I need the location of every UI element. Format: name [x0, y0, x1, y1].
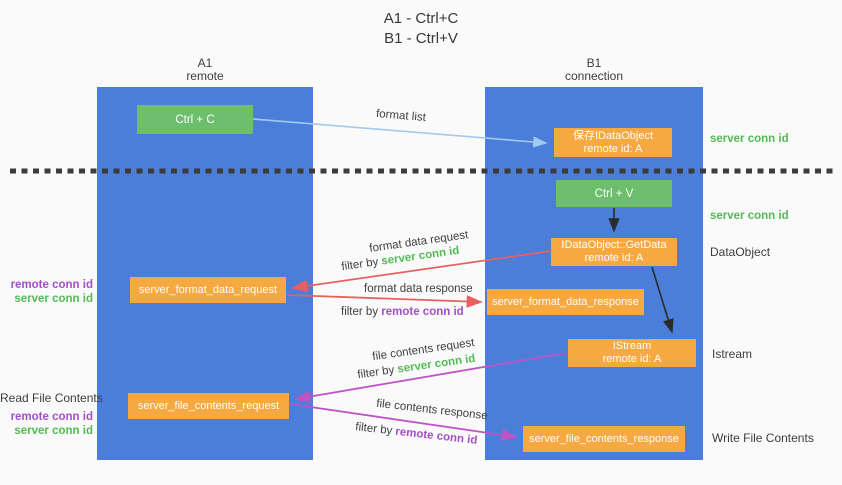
label-server-conn-id-right-top: server conn id [710, 133, 789, 145]
label-server-conn-id-left-1: server conn id [14, 293, 93, 305]
filter-value-remote-conn-id: remote conn id [381, 306, 464, 318]
node-istream-line1: IStream [612, 340, 652, 352]
node-istream: IStream remote id: A [568, 339, 696, 367]
node-save-idataobject: 保存IDataObject remote id: A [554, 128, 672, 157]
label-remote-conn-id-left-1: remote conn id [10, 279, 93, 291]
node-save-idataobject-line1: 保存IDataObject [572, 129, 654, 142]
label-format-data-response: format data response [364, 283, 473, 295]
label-read-file-contents: Read File Contents [0, 391, 103, 405]
node-istream-line2: remote id: A [602, 353, 662, 365]
node-server-format-data-request: server_format_data_request [130, 277, 286, 303]
diagram-title: A1 - Ctrl+C B1 - Ctrl+V [0, 9, 842, 49]
node-server-file-contents-request: server_file_contents_request [128, 393, 289, 419]
arrow-format-data-response [286, 294, 483, 308]
column-a1-role: remote [186, 69, 224, 83]
label-write-file-contents: Write File Contents [712, 431, 814, 445]
node-save-idataobject-line2: remote id: A [583, 142, 643, 155]
column-a1-name: A1 [197, 56, 213, 70]
node-idataobject-getdata: IDataObject::GetData remote id: A [551, 238, 677, 266]
label-remote-conn-id-left-2: remote conn id [10, 411, 93, 423]
label-server-conn-id-left-2: server conn id [14, 425, 93, 437]
label-istream: Istream [712, 347, 753, 361]
label-filter-by-remote-conn-id-2: filter by remote conn id [355, 421, 478, 447]
node-getdata-line2: remote id: A [584, 252, 644, 264]
column-header-a1: A1 remote [97, 57, 313, 83]
title-line-1: A1 - Ctrl+C [383, 10, 459, 27]
filter-prefix: filter by [356, 363, 399, 382]
label-server-conn-id-right-mid: server conn id [710, 210, 789, 222]
column-b1-role: connection [564, 69, 624, 83]
column-header-b1: B1 connection [485, 57, 703, 83]
filter-prefix: filter by [341, 306, 382, 318]
node-server-format-data-response: server_format_data_response [487, 289, 644, 315]
title-line-2: B1 - Ctrl+V [384, 30, 458, 47]
label-dataobject: DataObject [710, 245, 771, 259]
label-filter-by-remote-conn-id-1: filter by remote conn id [341, 306, 464, 318]
node-server-file-contents-response: server_file_contents_response [523, 426, 685, 452]
node-getdata-line1: IDataObject::GetData [561, 239, 667, 251]
node-ctrl-c: Ctrl + C [137, 105, 253, 134]
column-b1-name: B1 [586, 56, 602, 70]
filter-prefix: filter by [340, 255, 383, 274]
label-file-contents-response: file contents response [375, 397, 489, 423]
filter-prefix: filter by [354, 421, 397, 438]
label-format-list: format list [375, 108, 427, 124]
node-ctrl-v: Ctrl + V [556, 180, 672, 207]
filter-value-remote-conn-id: remote conn id [394, 425, 478, 447]
